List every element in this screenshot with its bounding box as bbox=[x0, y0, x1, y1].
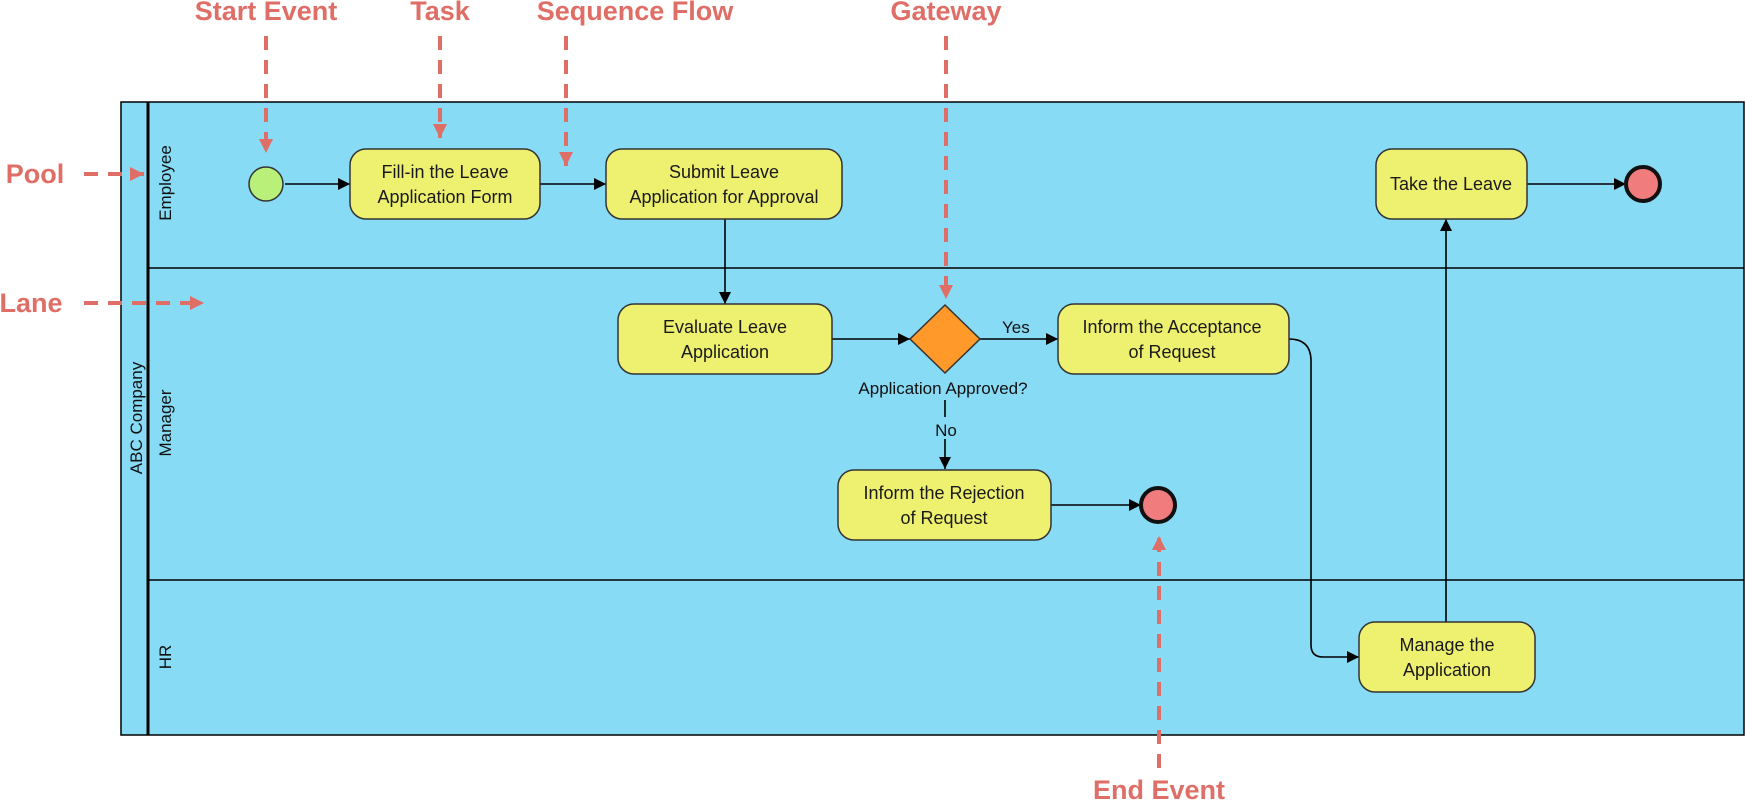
yes-label: Yes bbox=[1002, 318, 1030, 337]
task-label: Inform the Rejection bbox=[863, 483, 1024, 503]
lane-employee[interactable]: Employee bbox=[156, 145, 175, 221]
sequence-flows bbox=[285, 178, 1626, 663]
task-label: Application bbox=[1403, 660, 1491, 680]
pool-label: ABC Company bbox=[127, 361, 146, 474]
task-label: Fill-in the Leave bbox=[381, 162, 508, 182]
task-fill-in-leave-form[interactable]: Fill-in the Leave Application Form bbox=[349, 148, 541, 220]
task-manage-application[interactable]: Manage the Application bbox=[1358, 621, 1536, 693]
task-label: Application bbox=[681, 342, 769, 362]
task-take-the-leave[interactable]: Take the Leave bbox=[1375, 148, 1528, 220]
annotation-pool: Pool bbox=[6, 159, 144, 189]
end-event[interactable] bbox=[1624, 165, 1662, 203]
task-inform-acceptance[interactable]: Inform the Acceptance of Request bbox=[1057, 303, 1290, 375]
task-label: Inform the Acceptance bbox=[1082, 317, 1261, 337]
gateway[interactable] bbox=[908, 303, 982, 375]
lane-label-hr: HR bbox=[156, 645, 175, 670]
annotation-label: Lane bbox=[0, 288, 63, 318]
annotation-task: Task bbox=[410, 0, 471, 138]
task-label: of Request bbox=[1128, 342, 1215, 362]
lane-hr[interactable]: HR bbox=[156, 645, 175, 670]
annotation-end-event: End Event bbox=[1093, 536, 1225, 802]
task-box bbox=[1057, 303, 1290, 375]
end-event[interactable] bbox=[1139, 486, 1177, 524]
task-submit-leave-application[interactable]: Submit Leave Application for Approval bbox=[605, 148, 843, 220]
task-label: Submit Leave bbox=[669, 162, 779, 182]
task-box bbox=[1375, 148, 1528, 220]
no-label: No bbox=[935, 421, 957, 440]
task-label: of Request bbox=[900, 508, 987, 528]
task-label: Evaluate Leave bbox=[663, 317, 787, 337]
annotation-label: End Event bbox=[1093, 775, 1225, 802]
annotation-sequence-flow: Sequence Flow bbox=[537, 0, 735, 166]
task-label: Application for Approval bbox=[629, 187, 818, 207]
annotation-gateway: Gateway bbox=[890, 0, 1002, 299]
no-label-backdrop bbox=[931, 417, 959, 439]
annotation-lane: Lane bbox=[0, 288, 204, 318]
task-box bbox=[617, 303, 833, 375]
annotation-start-event: Start Event bbox=[195, 0, 338, 153]
gateway-label-backdrop bbox=[840, 375, 1050, 400]
annotation-label: Sequence Flow bbox=[537, 0, 735, 26]
lane-label-employee: Employee bbox=[156, 145, 175, 221]
sequence-flow[interactable] bbox=[1288, 338, 1359, 663]
task-box bbox=[349, 148, 541, 220]
task-label: Manage the bbox=[1399, 635, 1494, 655]
task-box bbox=[605, 148, 843, 220]
task-inform-rejection[interactable]: Inform the Rejection of Request bbox=[837, 469, 1052, 541]
lane-label-manager: Manager bbox=[156, 389, 175, 456]
annotation-label: Gateway bbox=[890, 0, 1001, 26]
annotation-label: Start Event bbox=[195, 0, 338, 26]
annotation-label: Task bbox=[410, 0, 471, 26]
start-event[interactable] bbox=[248, 166, 284, 202]
lane-manager[interactable]: Manager bbox=[156, 389, 175, 456]
task-label: Take the Leave bbox=[1390, 174, 1512, 194]
annotation-label: Pool bbox=[6, 159, 65, 189]
task-label: Application Form bbox=[377, 187, 512, 207]
task-box bbox=[837, 469, 1052, 541]
task-evaluate-leave-application[interactable]: Evaluate Leave Application bbox=[617, 303, 833, 375]
task-box bbox=[1358, 621, 1536, 693]
gateway-diamond bbox=[908, 303, 982, 375]
gateway-label: Application Approved? bbox=[858, 379, 1027, 398]
